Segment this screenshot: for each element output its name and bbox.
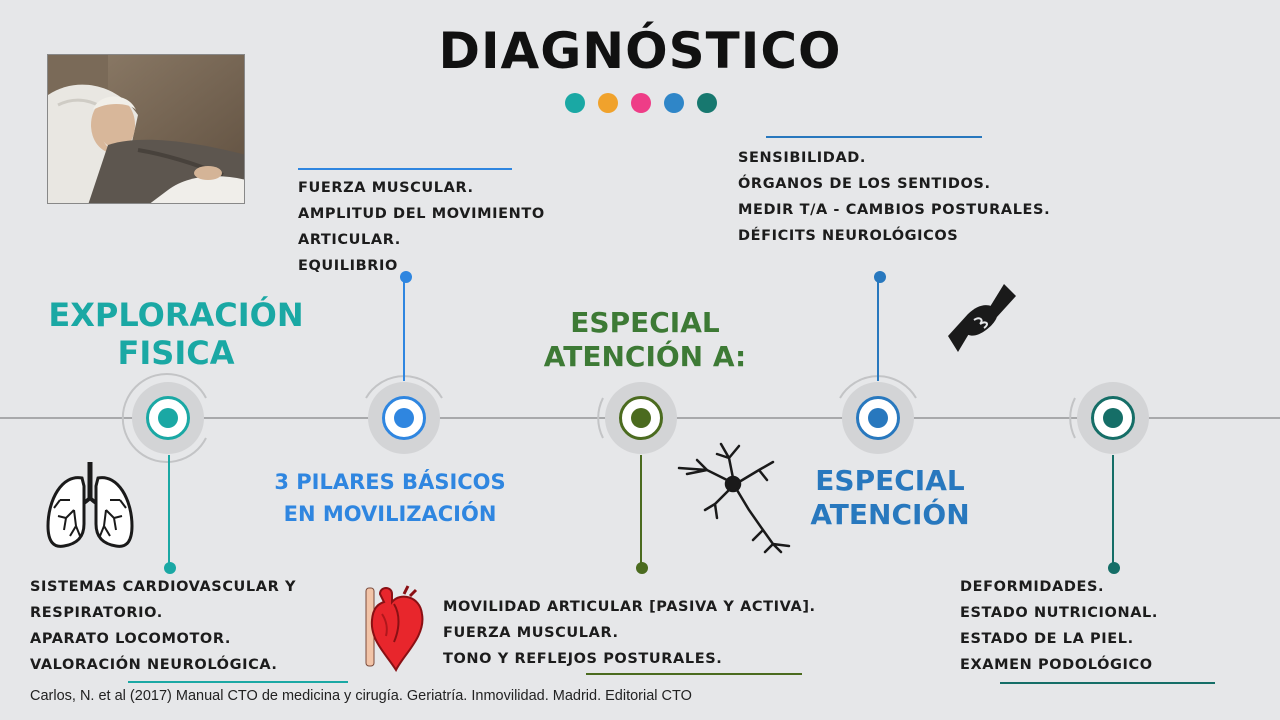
heading-line: EN MOVILIZACIÓN — [283, 502, 497, 526]
timeline-node-1 — [118, 368, 218, 468]
connector-dot-4 — [874, 271, 886, 283]
note-movilidad: MOVILIDAD ARTICULAR [PASIVA Y ACTIVA]. F… — [443, 594, 816, 672]
lungs-icon — [46, 462, 134, 548]
heading-pilares: 3 PILARES BÁSICOS EN MOVILIZACIÓN — [250, 466, 530, 530]
note-line: ÓRGANOS DE LOS SENTIDOS. — [738, 176, 991, 192]
note-line: EXAMEN PODOLÓGICO — [960, 657, 1153, 673]
note-line: MOVILIDAD ARTICULAR [PASIVA Y ACTIVA]. — [443, 599, 816, 615]
connector-dot-5 — [1108, 562, 1120, 574]
connector-line-3 — [640, 455, 642, 568]
note-line: VALORACIÓN NEUROLÓGICA. — [30, 657, 278, 673]
heading-line: ESPECIAL — [815, 464, 965, 497]
dot-5 — [697, 93, 717, 113]
heading-line: FISICA — [117, 334, 235, 373]
heading-exploracion-fisica: EXPLORACIÓN FISICA — [30, 296, 322, 373]
heading-especial-atencion: ESPECIAL ATENCIÓN — [780, 464, 1000, 531]
heading-line: ATENCIÓN — [810, 497, 970, 531]
note-line: DÉFICITS NEUROLÓGICOS — [738, 228, 959, 244]
dot-4 — [664, 93, 684, 113]
heading-line: ATENCIÓN A: — [543, 339, 747, 373]
connector-line-2 — [403, 277, 405, 381]
heading-line: ESPECIAL — [570, 306, 720, 339]
elderly-patient-photo — [47, 54, 245, 204]
note-line: TONO Y REFLEJOS POSTURALES. — [443, 651, 723, 667]
timeline-node-2 — [354, 368, 454, 468]
accent-line-pilares — [298, 168, 512, 170]
page-title: DIAGNÓSTICO — [438, 22, 842, 80]
heading-line: 3 PILARES BÁSICOS — [274, 470, 506, 494]
color-dots — [565, 93, 717, 113]
neuron-icon — [677, 442, 791, 554]
note-line: ESTADO DE LA PIEL. — [960, 631, 1134, 647]
note-line: SISTEMAS CARDIOVASCULAR Y — [30, 579, 297, 595]
accent-line-sentidos — [766, 136, 982, 138]
note-line: FUERZA MUSCULAR. — [298, 180, 474, 196]
dot-2 — [598, 93, 618, 113]
note-sentidos: SENSIBILIDAD. ÓRGANOS DE LOS SENTIDOS. M… — [738, 145, 1050, 249]
note-line: EQUILIBRIO — [298, 258, 398, 274]
timeline-node-4 — [828, 368, 928, 468]
note-line: RESPIRATORIO. — [30, 605, 163, 621]
note-line: SENSIBILIDAD. — [738, 150, 867, 166]
accent-line-deformidades — [1000, 682, 1215, 684]
note-line: DEFORMIDADES. — [960, 579, 1105, 595]
note-line: MEDIR T/A - CAMBIOS POSTURALES. — [738, 202, 1051, 218]
dot-1 — [565, 93, 585, 113]
note-line: ARTICULAR. — [298, 232, 401, 248]
accent-line-movilidad — [586, 673, 802, 675]
connector-dot-2 — [400, 271, 412, 283]
timeline-node-5 — [1063, 368, 1163, 468]
connector-line-1 — [168, 455, 170, 568]
dot-3 — [631, 93, 651, 113]
connector-dot-3 — [636, 562, 648, 574]
timeline-node-3 — [591, 368, 691, 468]
connector-line-5 — [1112, 455, 1114, 568]
heading-line: EXPLORACIÓN — [48, 296, 304, 334]
note-line: FUERZA MUSCULAR. — [443, 625, 619, 641]
note-sistemas: SISTEMAS CARDIOVASCULAR Y RESPIRATORIO. … — [30, 574, 296, 678]
connector-dot-1 — [164, 562, 176, 574]
heart-icon — [365, 585, 424, 672]
note-line: ESTADO NUTRICIONAL. — [960, 605, 1158, 621]
note-pilares: FUERZA MUSCULAR. AMPLITUD DEL MOVIMIENTO… — [298, 175, 545, 279]
note-line: AMPLITUD DEL MOVIMIENTO — [298, 206, 545, 222]
node-arc — [121, 373, 207, 463]
note-deformidades: DEFORMIDADES. ESTADO NUTRICIONAL. ESTADO… — [960, 574, 1158, 678]
accent-line-sistemas — [128, 681, 348, 683]
citation: Carlos, N. et al (2017) Manual CTO de me… — [30, 688, 692, 704]
handshake-icon — [948, 284, 1016, 352]
note-line: APARATO LOCOMOTOR. — [30, 631, 231, 647]
connector-line-4 — [877, 277, 879, 381]
heading-especial-atencion-a: ESPECIAL ATENCIÓN A: — [510, 306, 780, 373]
